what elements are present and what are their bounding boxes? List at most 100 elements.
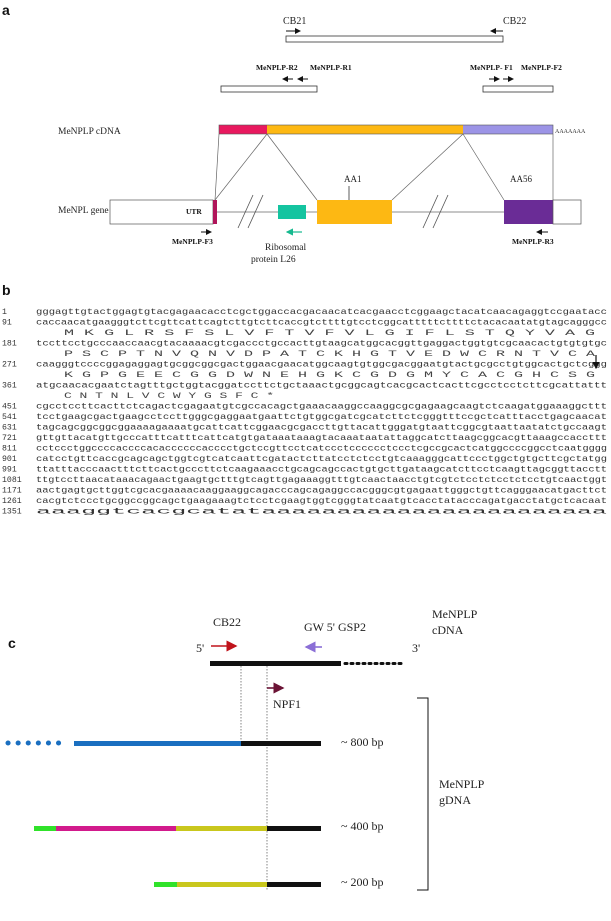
band-800-label: ~ 800 bp [341, 735, 384, 749]
ribosomal-label-1: Ribosomal [265, 243, 307, 253]
nucleotide-line: cgcctccttcacttctcagactcgagaatgtcgccacagc… [36, 403, 607, 412]
five-prime-label: 5' [196, 641, 204, 655]
panel-c-diagram: CB22 GW 5' GSP2 MeNPLP cDNA 5' 3' NPF1 ~… [5, 607, 485, 891]
exon1-marker [213, 200, 217, 224]
cb21-label: CB21 [283, 16, 306, 27]
aa56-label: AA56 [510, 174, 532, 184]
cb22-label: CB22 [503, 16, 526, 27]
gsp2-primer-label: GW 5' GSP2 [304, 620, 366, 634]
seq-line-number: 991 [2, 466, 17, 475]
nucleotide-line: gttgttacatgttgcccatttcatttcattcatgtgataa… [36, 434, 607, 443]
cdna-label: MeNPLP cDNA [58, 127, 121, 137]
panel-a-label: a [2, 2, 10, 18]
band-400-green [34, 826, 56, 831]
seq-line-number: 811 [2, 445, 17, 454]
cb-amplicon-bar [285, 35, 504, 43]
nucleotide-line: aaaggtcacgcatataaaaaaaaaaaaaaaaaaaaaaa [36, 508, 607, 517]
band-400-olive [176, 826, 267, 831]
exon-connector-lines [214, 133, 554, 201]
band-400-magenta [56, 826, 176, 831]
primer-r1-label: MeNPLP-R1 [310, 63, 352, 72]
f3-label: MeNPLP-F3 [172, 237, 213, 246]
utr-box [109, 199, 214, 225]
band-200-black [267, 882, 321, 887]
primer-f1-label: MeNPLP- F1 [470, 63, 513, 72]
cdna-3utr-segment [463, 125, 553, 134]
nucleotide-line: atgcaacacgaatctagtttgctggtacggatccttctgc… [36, 382, 607, 391]
seq-line-number: 1171 [2, 487, 22, 496]
seq-line-number: 1261 [2, 497, 22, 506]
aa-translation-line: M K G L R S F S L V F T V F V L G I F L … [64, 329, 595, 338]
cdna-label-2: cDNA [432, 623, 464, 637]
polya-tail: AAAAAAA [555, 129, 586, 135]
seq-line-number: 91 [2, 319, 12, 328]
race3-bar [482, 85, 554, 93]
seq-line-number: 271 [2, 361, 17, 370]
band-800-blue [74, 741, 241, 746]
gdna-label-2: gDNA [439, 793, 471, 807]
nucleotide-line: catcctgttcaccgcagcagctggtcgtcatcaattcgat… [36, 455, 607, 464]
cb-primer-map: CB21 CB22 [283, 16, 526, 43]
primer-f2-label: MeNPLP-F2 [521, 63, 562, 72]
cdna-map: MeNPLP cDNA AAAAAAA [58, 124, 586, 137]
exon2-box [317, 200, 392, 224]
utr3-box [552, 199, 582, 225]
band-200-green [154, 882, 177, 887]
cdna-bar [210, 661, 341, 666]
cdna-outline [218, 124, 554, 135]
ribosomal-label-2: protein L26 [251, 255, 296, 265]
band-400-black [267, 826, 321, 831]
gene-label: MeNPL gene [58, 206, 109, 216]
cdna-label-1: MeNPLP [432, 607, 478, 621]
seq-line-number: 721 [2, 434, 17, 443]
gdna-label-1: MeNPLP [439, 777, 485, 791]
seq-line-number: 1081 [2, 476, 22, 485]
seq-line-number: 1351 [2, 508, 22, 517]
panel-c-label: c [8, 635, 16, 651]
cdna-5utr-segment [219, 125, 267, 134]
band-400: ~ 400 bp [34, 819, 384, 833]
nucleotide-line: ttgtccttaacataaacagaactgaagtgctttgtcagtt… [36, 476, 607, 485]
exon3-box [504, 200, 553, 224]
three-prime-label: 3' [412, 641, 420, 655]
sequence-block: 1 gggagttgtactggagtgtacgagaacacctcgctggac… [2, 308, 607, 517]
nucleotide-line: aactgagtgcttggtcgcacgaaaacaaggaaggcagacc… [36, 487, 607, 496]
gdna-bracket [417, 697, 429, 891]
aa-translation-line: C N T N L V C W Y G S F C * [64, 391, 274, 401]
seq-line-number: 451 [2, 403, 17, 412]
nucleotide-line: caagggtccccggagaggagtgcggcggcgactggaacga… [36, 361, 607, 370]
band-800-black [241, 741, 321, 746]
seq-line-number: 181 [2, 340, 17, 349]
ribosomal-l26-box [278, 205, 306, 219]
nucleotide-line: ttatttacccaactttcttcactgcccttctcaagaaacc… [36, 466, 607, 475]
primer-r2-label: MeNPLP-R2 [256, 63, 298, 72]
band-200-label: ~ 200 bp [341, 875, 384, 889]
band-200-olive [177, 882, 267, 887]
npf1-label: NPF1 [273, 697, 301, 711]
seq-line-number: 361 [2, 382, 17, 391]
nucleotide-line: cctccctggccccaccccacaccccccacccctgctccgt… [36, 445, 607, 454]
seq-line-number: 901 [2, 455, 17, 464]
nucleotide-line: tccttcctgcccaaccaacgtacaaaacgtcgaccctgcc… [36, 340, 607, 349]
band-800: ~ 800 bp [5, 735, 384, 749]
r3-label: MeNPLP-R3 [512, 237, 554, 246]
utr-label: UTR [186, 207, 202, 216]
nucleotide-line: gggagttgtactggagtgtacgagaacacctcgctggacc… [36, 308, 607, 317]
seq-line-number: 1 [2, 308, 7, 317]
seq-line-number: 631 [2, 424, 17, 433]
aa1-label: AA1 [344, 174, 362, 184]
nucleotide-line: cacgtctccctgcggccggcagctgaagaaagtctcctcg… [36, 497, 607, 506]
gene-break-marks [237, 194, 449, 229]
aa-translation-line: K G P G E E C G G D W N E H G K C G D G … [64, 371, 595, 380]
menplp-primer-map: MeNPLP-R2 MeNPLP-R1 MeNPLP- F1 MeNPLP-F2 [220, 63, 562, 93]
nucleotide-line: tcctgaagcgactgaagcctccttgggcgaggaatgaatt… [36, 413, 607, 422]
band-200: ~ 200 bp [154, 875, 384, 889]
band-400-label: ~ 400 bp [341, 819, 384, 833]
nucleotide-line: tagcagcggcggcggaaaagaaaatgcattcattcggaac… [36, 424, 607, 433]
nucleotide-line: caccaacatgaagggtcttcgttcattcagtcttgtcttc… [36, 319, 607, 328]
cb22-primer-label: CB22 [213, 615, 241, 629]
gene-map: MeNPL gene UTR AA1 AA56 MeNPLP-F3 MeNPLP… [58, 174, 582, 265]
aa-translation-line: P S C P T N V Q N V D P A T C K H G T V … [64, 350, 595, 359]
seq-line-number: 541 [2, 413, 17, 422]
